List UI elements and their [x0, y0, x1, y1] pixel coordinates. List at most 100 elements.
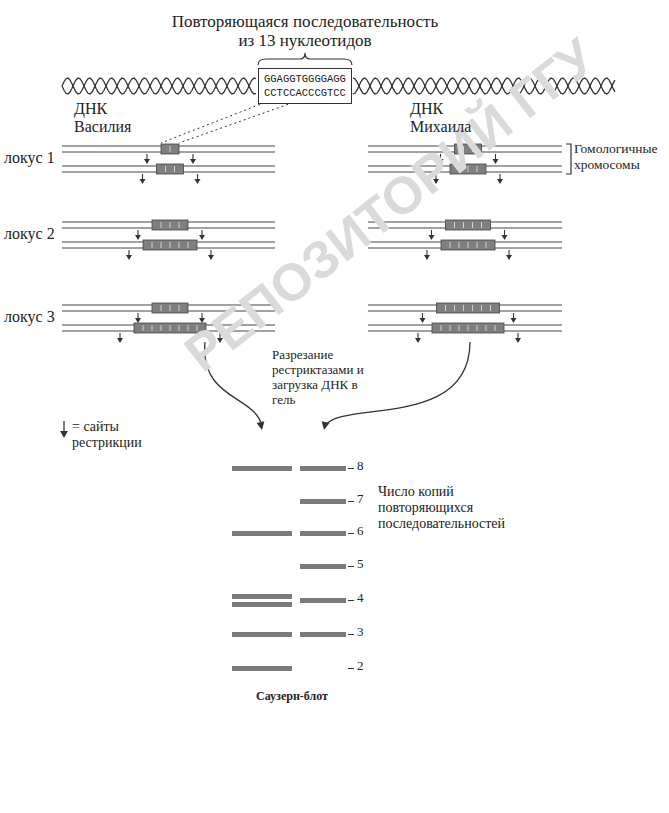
dna-strand	[62, 78, 256, 94]
person-label: ДНК Михаила	[410, 100, 482, 137]
locus-label: локус 3	[4, 308, 55, 326]
restriction-arrow	[190, 159, 196, 164]
repeat-divider	[170, 222, 171, 228]
repeat-divider	[472, 222, 473, 228]
repeat-block	[157, 164, 184, 174]
restriction-arrow	[429, 235, 435, 240]
sequence-box: Повторяющаяся последовательность из 13 н…	[258, 68, 352, 104]
repeat-block	[432, 323, 504, 333]
repeat-divider	[441, 325, 442, 331]
repeat-divider	[165, 166, 166, 172]
restriction-arrow	[415, 338, 421, 343]
transfer-arrow-head	[257, 421, 265, 430]
repeat-divider	[161, 222, 162, 228]
repeat-divider	[468, 325, 469, 331]
process-note: Разрезание рестриктазами и загрузка ДНК …	[272, 348, 376, 408]
restriction-arrow	[144, 159, 150, 164]
repeat-block	[446, 220, 491, 230]
legend-text: = сайты рестрикции	[72, 419, 158, 451]
repeat-divider	[179, 222, 180, 228]
repeat-divider	[486, 325, 487, 331]
repeat-divider	[459, 242, 460, 248]
restriction-arrow	[199, 235, 205, 240]
repeat-divider	[161, 325, 162, 331]
repeat-block	[161, 144, 179, 154]
copy-number: 8	[357, 459, 364, 474]
copy-number: 6	[357, 524, 364, 539]
restriction-arrow	[493, 159, 499, 164]
copy-number: 7	[357, 492, 364, 507]
dotted-leader	[161, 104, 260, 143]
restriction-arrow	[195, 179, 201, 184]
gel-band	[300, 598, 346, 603]
restriction-arrow	[424, 255, 430, 260]
repeat-block	[143, 240, 197, 250]
repeat-divider	[174, 166, 175, 172]
axis-caption: Число копий повторяющихся последовательн…	[378, 484, 528, 532]
transfer-arrow-head	[322, 421, 330, 430]
restriction-arrow	[117, 338, 123, 343]
repeat-divider	[459, 325, 460, 331]
repeat-divider	[490, 305, 491, 311]
gel-band	[232, 666, 292, 671]
repeat-divider	[481, 222, 482, 228]
repeat-divider	[170, 305, 171, 311]
sequence-strand: GGAGGTGGGGAGG	[264, 72, 346, 86]
copy-number: 2	[357, 659, 364, 674]
repeat-divider	[472, 305, 473, 311]
repeat-divider	[179, 305, 180, 311]
repeat-block	[437, 303, 500, 313]
repeat-divider	[450, 325, 451, 331]
copy-number: 3	[357, 625, 364, 640]
repeat-block	[152, 220, 188, 230]
repeat-divider	[170, 146, 171, 152]
repeat-divider	[477, 242, 478, 248]
repeat-divider	[445, 305, 446, 311]
band-tick	[348, 668, 354, 669]
locus-label: локус 2	[4, 225, 55, 243]
repeat-divider	[170, 242, 171, 248]
repeat-divider	[188, 242, 189, 248]
gel-band	[232, 531, 292, 536]
gel-band	[300, 632, 346, 637]
gel-band	[232, 594, 292, 599]
repeat-heading: Повторяющаяся последовательность из 13 н…	[165, 12, 445, 51]
repeat-divider	[152, 325, 153, 331]
copy-number: 4	[357, 591, 364, 606]
restriction-arrow	[515, 338, 521, 343]
bracket-label: Гомологичные хромосомы	[574, 141, 667, 172]
restriction-arrow	[420, 318, 426, 323]
gel-band	[232, 632, 292, 637]
gel-band	[300, 499, 346, 504]
band-tick	[348, 468, 354, 469]
band-tick	[348, 600, 354, 601]
repeat-divider	[161, 305, 162, 311]
dna-strand	[62, 78, 256, 94]
gel-band	[300, 564, 346, 569]
repeat-divider	[179, 325, 180, 331]
band-tick	[348, 501, 354, 502]
repeat-divider	[454, 305, 455, 311]
repeat-divider	[454, 222, 455, 228]
repeat-block	[441, 240, 495, 250]
gel-band	[232, 602, 292, 607]
repeat-divider	[495, 325, 496, 331]
copy-number: 5	[357, 557, 364, 572]
repeat-block	[152, 303, 188, 313]
locus-label: локус 1	[4, 149, 55, 167]
person-label: ДНК Василия	[74, 100, 138, 137]
restriction-arrow	[135, 235, 141, 240]
repeat-divider	[477, 325, 478, 331]
restriction-arrow	[506, 255, 512, 260]
repeat-divider	[450, 242, 451, 248]
sequence-strand: CCTCCACCCGTCC	[264, 86, 346, 100]
repeat-divider	[143, 325, 144, 331]
repeat-divider	[179, 242, 180, 248]
restriction-arrow	[135, 318, 141, 323]
arrow-head	[60, 431, 68, 438]
gel-band	[232, 466, 292, 471]
repeat-divider	[170, 325, 171, 331]
bracket	[566, 144, 571, 174]
restriction-arrow-sample	[58, 420, 70, 440]
repeat-divider	[161, 242, 162, 248]
